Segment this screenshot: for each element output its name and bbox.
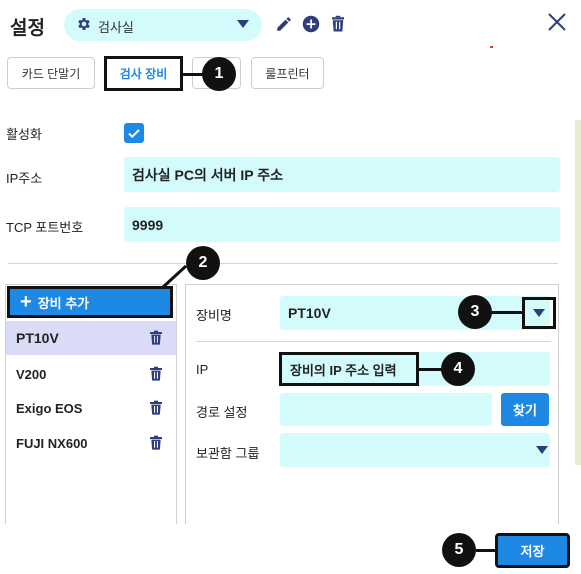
trash-icon[interactable] bbox=[148, 399, 164, 417]
storage-group-select[interactable] bbox=[280, 433, 550, 467]
storage-group-label: 보관함 그룹 bbox=[196, 446, 260, 461]
tab-label: 카드 단말기 bbox=[21, 66, 81, 81]
scrollbar[interactable] bbox=[575, 120, 581, 465]
annotation-pointer bbox=[160, 264, 188, 290]
trash-icon[interactable] bbox=[148, 365, 164, 383]
annotation-badge-5: 5 bbox=[442, 533, 476, 567]
device-name-label: 장비명 bbox=[196, 308, 232, 323]
device-name: V200 bbox=[16, 366, 47, 382]
annotation-badge-3: 3 bbox=[458, 295, 492, 329]
device-list-panel bbox=[5, 284, 177, 524]
annotation-pointer bbox=[419, 368, 443, 371]
annotation-pointer bbox=[183, 73, 203, 76]
activate-label: 활성화 bbox=[6, 127, 42, 142]
add-device-label: 장비 추가 bbox=[37, 295, 90, 311]
find-button[interactable]: 찾기 bbox=[501, 393, 549, 426]
decor-dot bbox=[490, 46, 493, 48]
trash-icon[interactable] bbox=[148, 434, 164, 452]
section-divider bbox=[8, 263, 558, 264]
plus-icon: + bbox=[20, 291, 32, 313]
chevron-down-icon bbox=[533, 309, 545, 317]
device-list-item[interactable]: Exigo EOS bbox=[6, 391, 176, 425]
pencil-icon[interactable] bbox=[275, 15, 293, 33]
save-button[interactable]: 저장 bbox=[495, 533, 570, 568]
tab-label: 검사 장비 bbox=[119, 67, 168, 81]
trash-icon[interactable] bbox=[148, 329, 164, 347]
preset-select[interactable]: 검사실 bbox=[64, 9, 262, 41]
annotation-badge-4: 4 bbox=[441, 352, 475, 386]
tab-test-equipment[interactable]: 검사 장비 bbox=[104, 56, 183, 91]
chevron-down-icon bbox=[536, 446, 548, 454]
device-name: PT10V bbox=[16, 330, 59, 346]
device-ip-label: IP bbox=[196, 362, 209, 377]
annotation-pointer bbox=[476, 549, 496, 552]
annotation-badge-1: 1 bbox=[202, 57, 236, 91]
device-name: FUJI NX600 bbox=[16, 435, 88, 451]
annotation-pointer bbox=[490, 311, 522, 314]
device-detail-panel bbox=[185, 284, 559, 524]
chevron-down-icon bbox=[237, 20, 249, 28]
device-name-value: PT10V bbox=[288, 305, 331, 321]
annotation-badge-2: 2 bbox=[186, 246, 220, 280]
tcp-port-input[interactable]: 9999 bbox=[124, 207, 560, 242]
device-name-dropdown-toggle[interactable] bbox=[522, 297, 556, 329]
tab-label: 룰프린터 bbox=[265, 66, 310, 81]
tab-card-terminal[interactable]: 카드 단말기 bbox=[7, 57, 95, 89]
path-setting-input[interactable] bbox=[280, 393, 492, 426]
preset-label: 검사실 bbox=[98, 20, 134, 35]
gear-icon bbox=[78, 18, 90, 30]
tab-label-printer[interactable]: 룰프린터 bbox=[251, 57, 324, 89]
device-list-item[interactable]: PT10V bbox=[6, 321, 176, 355]
page-title: 설정 bbox=[10, 18, 45, 39]
trash-icon[interactable] bbox=[329, 15, 347, 33]
detail-divider bbox=[196, 341, 551, 342]
add-device-button[interactable]: + 장비 추가 bbox=[7, 286, 173, 318]
ip-address-label: IP주소 bbox=[6, 171, 43, 186]
plus-circle-icon[interactable] bbox=[302, 15, 320, 33]
device-list-item[interactable]: FUJI NX600 bbox=[6, 426, 176, 460]
device-name: Exigo EOS bbox=[16, 400, 83, 416]
path-setting-label: 경로 설정 bbox=[196, 405, 248, 420]
device-ip-input[interactable]: 장비의 IP 주소 입력 bbox=[279, 352, 419, 386]
ip-address-input[interactable]: 검사실 PC의 서버 IP 주소 bbox=[124, 157, 560, 192]
check-icon bbox=[128, 129, 140, 139]
close-icon[interactable] bbox=[545, 10, 569, 34]
tcp-port-label: TCP 포트번호 bbox=[6, 220, 84, 235]
device-list-item[interactable]: V200 bbox=[6, 357, 176, 391]
activate-checkbox[interactable] bbox=[124, 123, 144, 143]
